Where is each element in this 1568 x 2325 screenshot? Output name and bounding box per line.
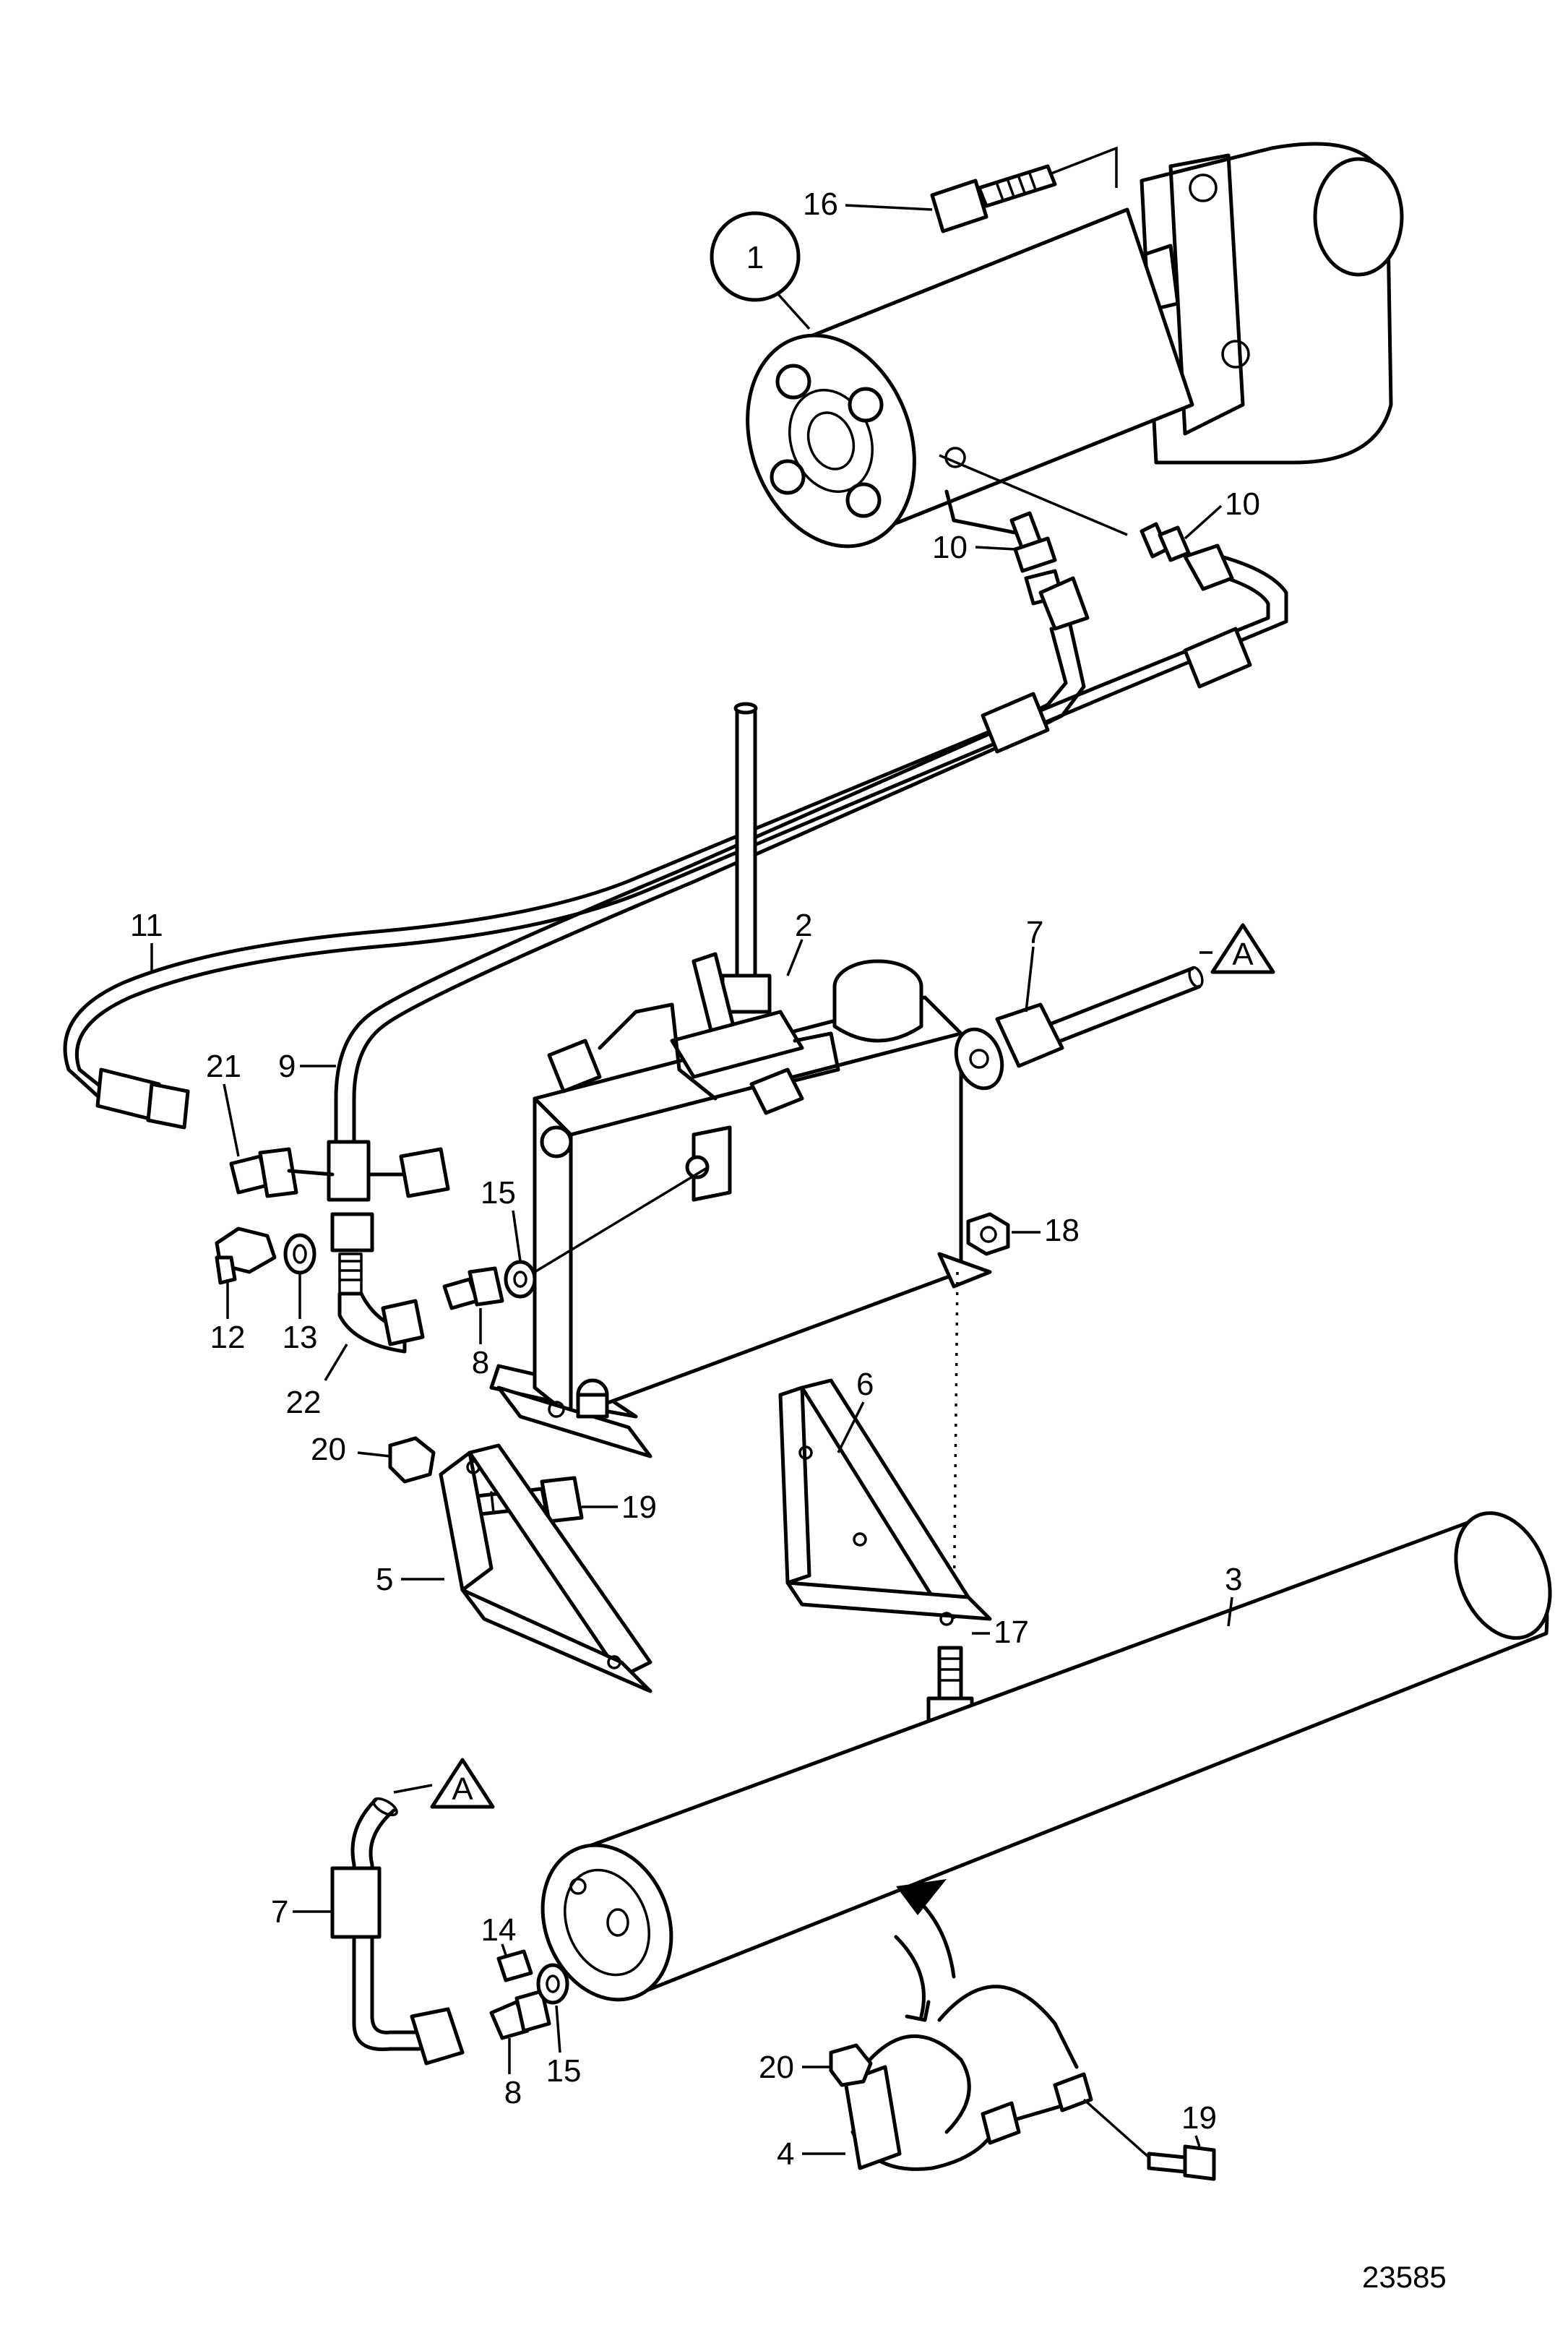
callout-8: 8 xyxy=(472,1345,489,1380)
part-6-bracket xyxy=(778,1378,992,1626)
callout-19: 19 xyxy=(621,1490,657,1525)
rotation-arrow-icon xyxy=(896,1879,956,1979)
callout-20: 20 xyxy=(759,2050,794,2085)
reference-marker-label: A xyxy=(452,1771,473,1807)
callout-19: 19 xyxy=(1181,2100,1217,2136)
callout-15: 15 xyxy=(546,2053,582,2089)
part-19-bolt-lower xyxy=(1082,2098,1216,2181)
part-7-pipe-bottom xyxy=(330,1797,465,2066)
part-16-bolt xyxy=(930,146,1118,233)
part-11-pipe xyxy=(63,543,1288,1130)
part-1-hydraulic-cylinder xyxy=(746,142,1404,549)
part-13-washer xyxy=(283,1233,316,1275)
callout-1: 1 xyxy=(746,240,764,275)
callout-6: 6 xyxy=(856,1367,874,1402)
reference-marker-a-lower: A xyxy=(430,1758,495,1809)
part-20-nut-upper xyxy=(388,1436,436,1484)
part-18-nut xyxy=(966,1212,1010,1256)
part-10-fitting-left xyxy=(1009,511,1064,606)
callout-17: 17 xyxy=(994,1615,1029,1650)
part-14-plug xyxy=(496,1949,533,1982)
callouts: 1 16 10 10 2 7 11 21 9 15 18 12 13 8 22 … xyxy=(130,186,1260,2172)
callout-8: 8 xyxy=(504,2075,522,2110)
callout-18: 18 xyxy=(1044,1213,1080,1248)
callout-7: 7 xyxy=(271,1894,288,1930)
part-22-elbow xyxy=(337,1147,450,1354)
part-3-cylinder xyxy=(540,1511,1552,2002)
part-4-clamp xyxy=(843,1935,1093,2171)
callout-15: 15 xyxy=(481,1175,516,1211)
callout-10: 10 xyxy=(1225,486,1260,522)
callout-9: 9 xyxy=(278,1049,296,1084)
part-5-bracket xyxy=(439,1443,652,1693)
callout-4: 4 xyxy=(777,2136,794,2172)
reference-marker-a-upper: A xyxy=(1210,923,1275,974)
reference-marker-label: A xyxy=(1232,937,1254,972)
part-12-plug xyxy=(215,1226,277,1285)
callout-21: 21 xyxy=(206,1049,241,1084)
part-15-washer-upper xyxy=(504,1260,537,1299)
part-15-washer-lower xyxy=(536,1963,569,2005)
callout-7: 7 xyxy=(1026,915,1043,950)
part-8-fitting-upper xyxy=(442,1266,504,1310)
figure-number: 23585 xyxy=(1362,2260,1447,2294)
part-21-fitting xyxy=(229,1147,335,1198)
callout-5: 5 xyxy=(376,1562,393,1597)
part-8-fitting-lower xyxy=(489,1989,551,2040)
part-10-fitting-right xyxy=(939,454,1191,562)
callout-14: 14 xyxy=(481,1912,517,1948)
callout-16: 16 xyxy=(803,186,838,222)
callout-11: 11 xyxy=(130,908,163,943)
callout-2: 2 xyxy=(795,908,812,943)
callout-13: 13 xyxy=(283,1320,318,1355)
part-20-nut-lower xyxy=(829,2043,873,2087)
part-7-pipe-top xyxy=(954,966,1204,1091)
callout-12: 12 xyxy=(210,1320,246,1355)
callout-3: 3 xyxy=(1225,1562,1242,1597)
callout-22: 22 xyxy=(286,1385,322,1420)
callout-10: 10 xyxy=(932,530,968,565)
part-2-pump-block xyxy=(489,702,992,1458)
callout-20: 20 xyxy=(311,1432,346,1467)
part-9-pipe xyxy=(327,576,1090,1252)
